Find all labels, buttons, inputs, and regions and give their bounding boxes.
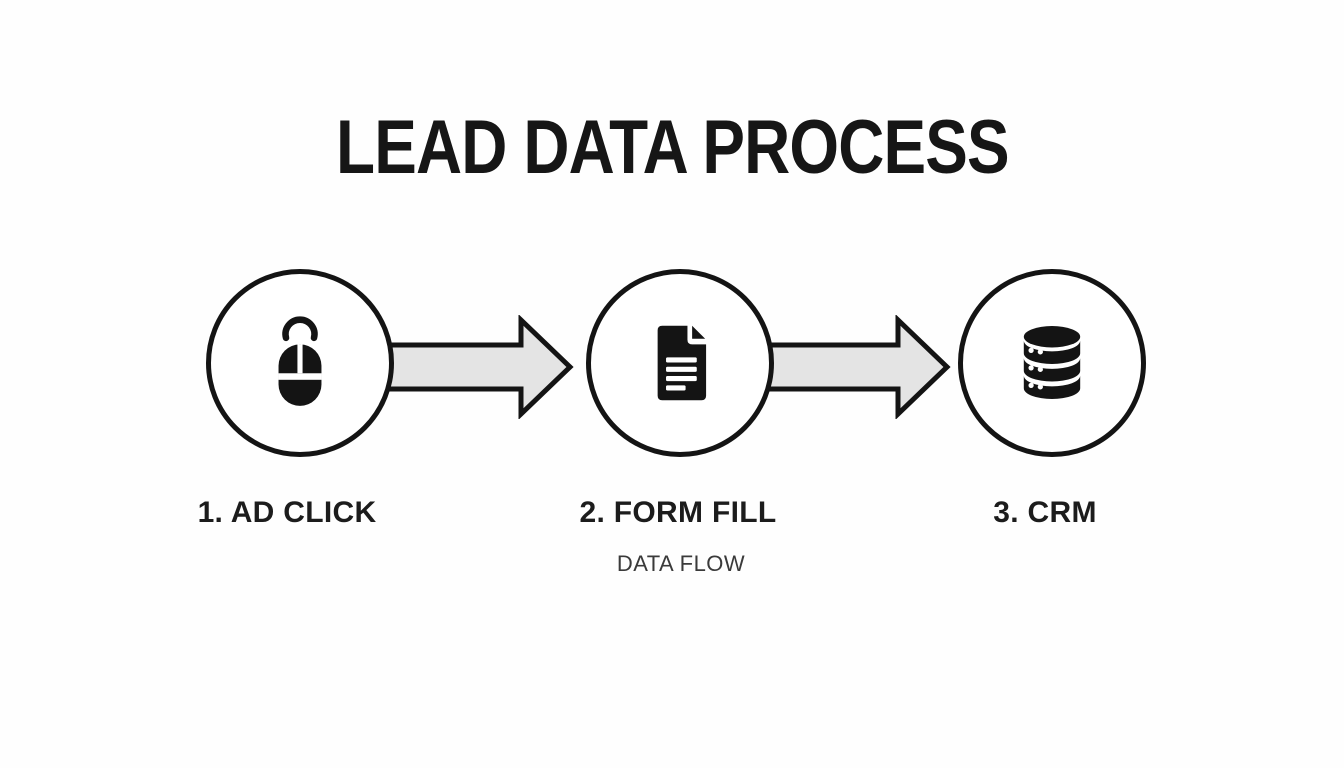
arrow-right-icon [380, 315, 574, 419]
step-label-ad-click: 1. AD CLICK [197, 496, 377, 529]
step-circle-crm [958, 269, 1146, 457]
page-title-text: LEAD DATA PROCESS [335, 105, 1009, 190]
arrow-right-icon [757, 315, 951, 419]
mouse-click-icon [278, 316, 322, 406]
data-flow-caption: DATA FLOW [616, 551, 746, 576]
form-document-icon [657, 325, 707, 401]
step-label-form-fill: 2. FORM FILL [579, 496, 777, 529]
step-label-crm: 3. CRM [993, 496, 1097, 529]
page-title: LEAD DATA PROCESS [0, 110, 1344, 186]
step-circle-form-fill [586, 269, 774, 457]
database-icon [1023, 326, 1081, 399]
step-circle-ad-click [206, 269, 394, 457]
